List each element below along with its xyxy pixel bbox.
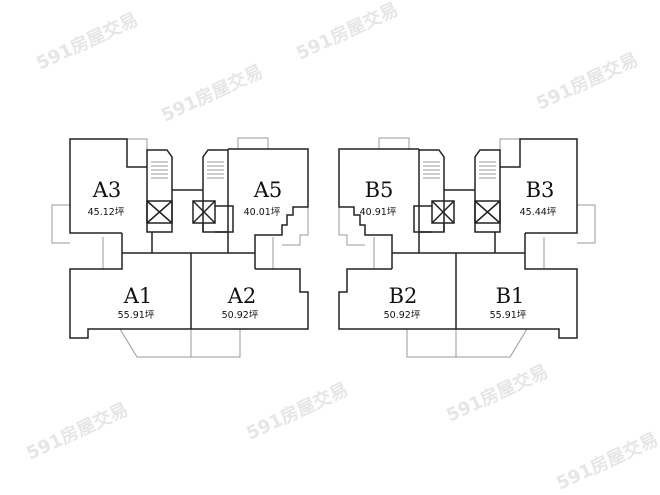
unit-area: 40.91坪 xyxy=(360,206,397,218)
unit-label: B2 xyxy=(389,284,418,308)
left-building-walls xyxy=(51,137,309,358)
unit-label: A2 xyxy=(227,284,257,308)
watermark: 591房屋交易 xyxy=(33,8,142,74)
right-building-walls xyxy=(338,137,596,358)
unit-label: B3 xyxy=(526,178,555,202)
watermark: 591房屋交易 xyxy=(533,48,642,114)
left-building-labels: A3 45.12坪 A5 40.01坪 A1 55.91坪 A2 50.92坪 xyxy=(88,178,283,321)
unit-area: 45.44坪 xyxy=(520,206,557,218)
unit-area: 55.91坪 xyxy=(118,309,155,321)
watermarks: 591房屋交易 591房屋交易 591房屋交易 591房屋交易 591房屋交易 … xyxy=(23,0,660,495)
unit-label: A1 xyxy=(123,284,153,308)
watermark: 591房屋交易 xyxy=(243,378,352,444)
watermark: 591房屋交易 xyxy=(23,398,132,464)
watermark: 591房屋交易 xyxy=(443,360,552,426)
right-building-labels: B5 40.91坪 B3 45.44坪 B2 50.92坪 B1 55.91坪 xyxy=(360,178,557,321)
unit-label: B5 xyxy=(365,178,394,202)
unit-area: 55.91坪 xyxy=(490,309,527,321)
watermark: 591房屋交易 xyxy=(158,60,267,126)
unit-label: A5 xyxy=(253,178,283,202)
unit-area: 50.92坪 xyxy=(222,309,259,321)
watermark: 591房屋交易 xyxy=(293,0,402,65)
unit-area: 40.01坪 xyxy=(244,206,281,218)
unit-area: 50.92坪 xyxy=(384,309,421,321)
unit-label: A3 xyxy=(92,178,122,202)
unit-area: 45.12坪 xyxy=(88,206,125,218)
unit-label: B1 xyxy=(496,284,525,308)
watermark: 591房屋交易 xyxy=(553,428,660,494)
